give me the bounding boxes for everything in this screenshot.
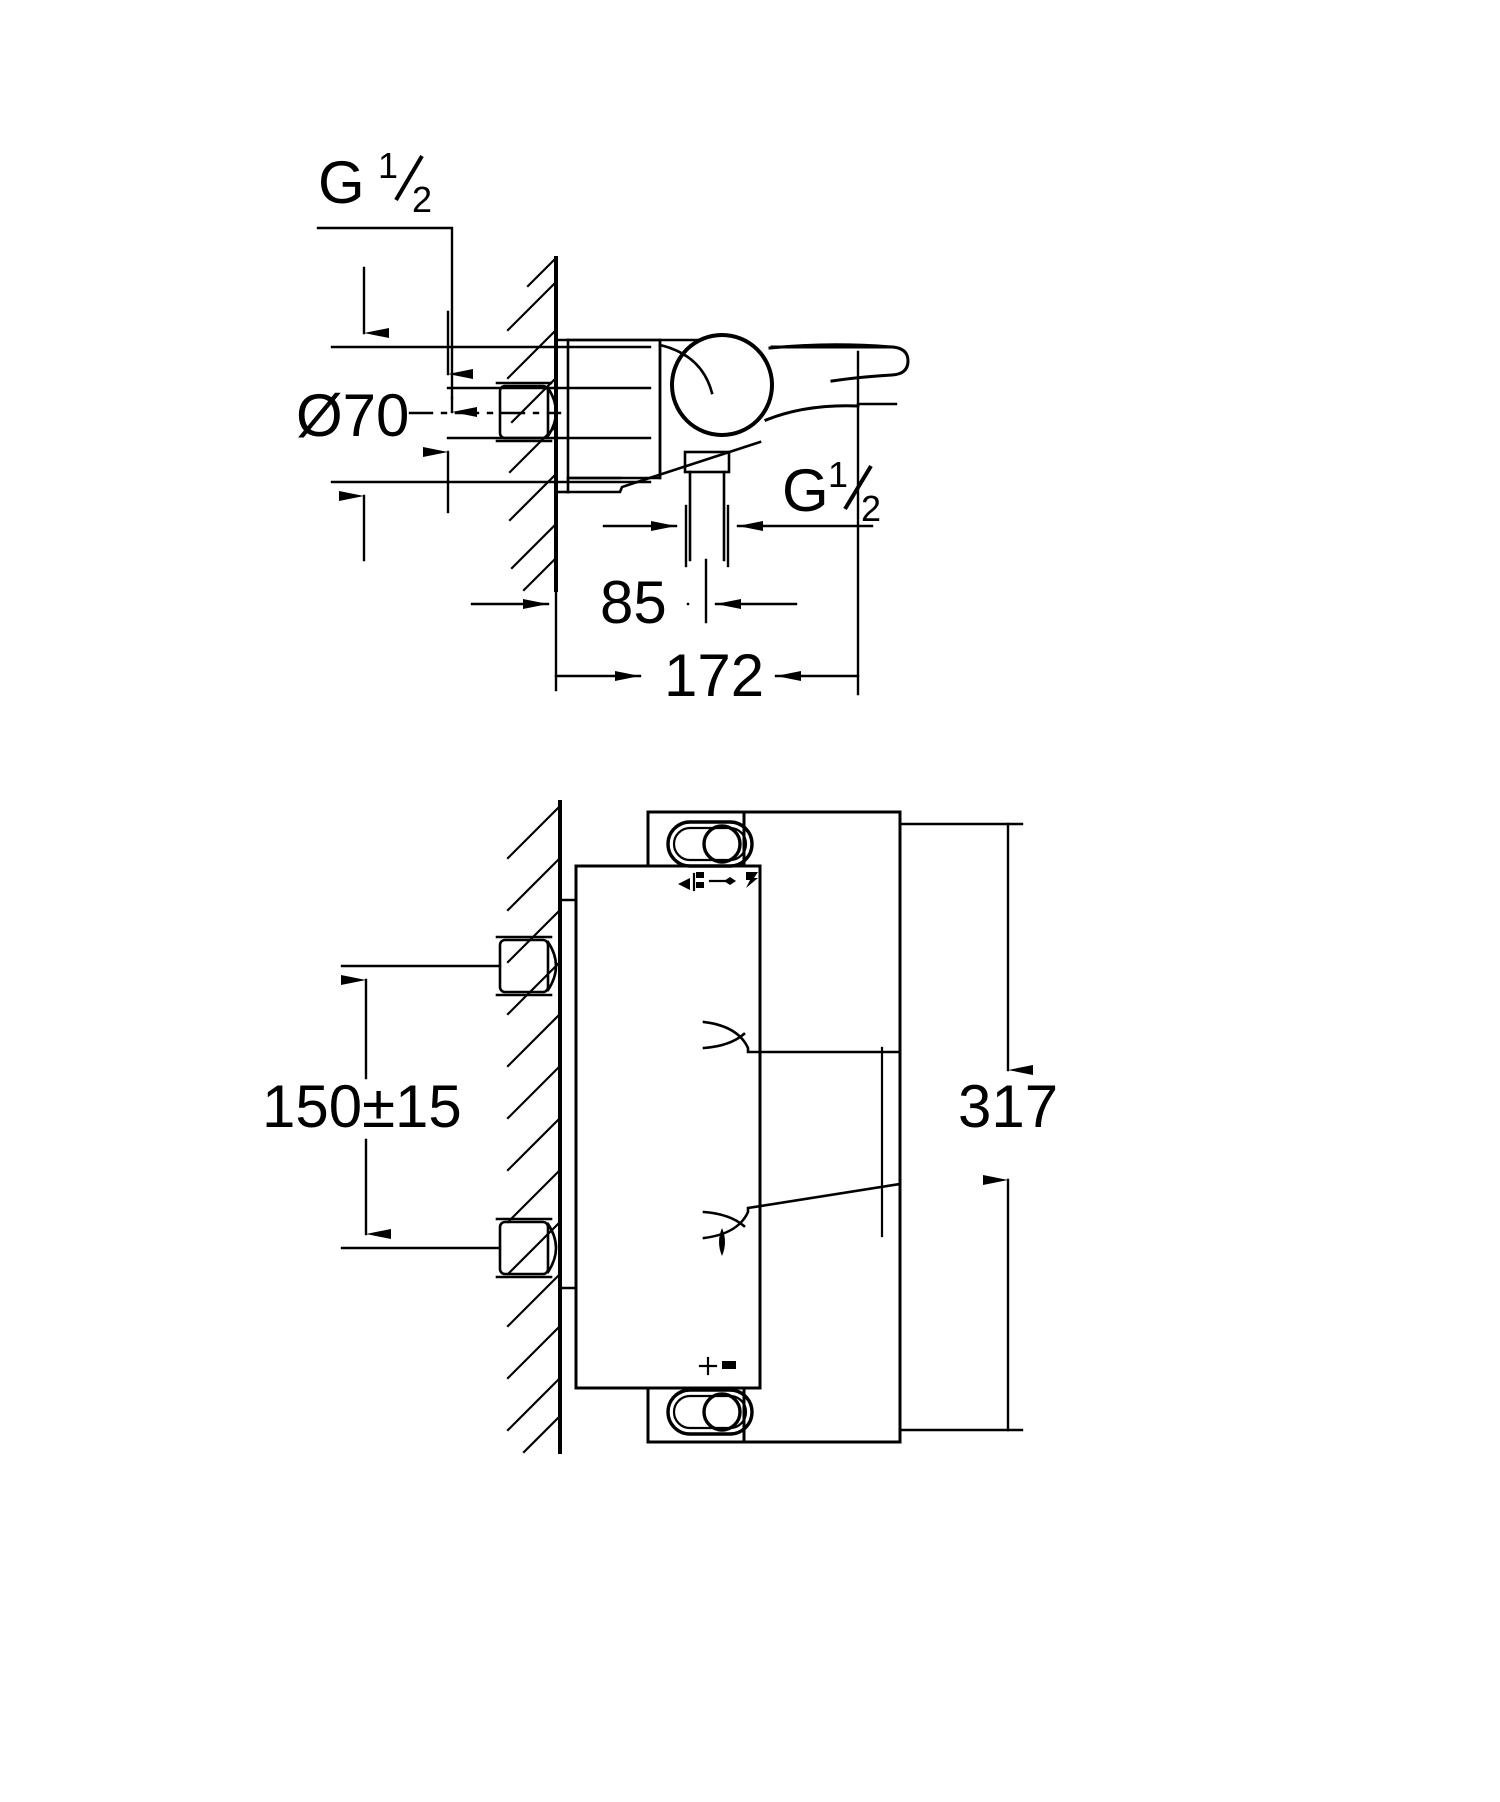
inlet-connector-lower xyxy=(495,1217,558,1279)
dim-inlet-thread-leader xyxy=(316,226,477,417)
inlet-thread-numerator: 1 xyxy=(378,145,398,186)
label-inlet-thread: G 1 2 xyxy=(318,145,432,220)
wall-top-view xyxy=(506,256,558,592)
dim-85 xyxy=(470,558,798,692)
indicator-mark xyxy=(719,1228,725,1256)
outlet-stub-top-view xyxy=(683,450,731,562)
dim-172 xyxy=(554,350,860,696)
spout-profile xyxy=(702,1020,902,1240)
dim-escutcheon-70 xyxy=(330,266,652,562)
label-317: 317 xyxy=(958,1073,1058,1140)
lever-handle-top-view xyxy=(764,343,910,422)
dim-outlet-thread-leader xyxy=(602,504,874,606)
control-pictogram-lower xyxy=(698,1356,736,1376)
outlet-thread-denominator: 2 xyxy=(861,488,881,529)
thermostatic-body-front-view xyxy=(574,810,902,1444)
mixer-body-top-view xyxy=(554,338,762,494)
control-pictogram-upper xyxy=(678,872,758,892)
inlet-connector-upper xyxy=(495,935,558,997)
label-172: 172 xyxy=(664,642,764,709)
inlet-thread-prefix: G xyxy=(318,149,365,216)
inlet-thread-denominator: 2 xyxy=(412,179,432,220)
dim-317 xyxy=(898,822,1033,1432)
label-outlet-thread: G 1 2 xyxy=(782,454,881,529)
valve-cartridge-top-view xyxy=(670,333,774,437)
wall-front-view xyxy=(506,800,578,1454)
outlet-thread-prefix: G xyxy=(782,457,829,524)
dim-150 xyxy=(340,964,502,1250)
label-escutcheon-diameter: Ø70 xyxy=(296,382,409,449)
outlet-thread-numerator: 1 xyxy=(828,454,848,495)
label-150: 150±15 xyxy=(262,1073,462,1140)
temperature-handle-top xyxy=(666,820,754,868)
label-85: 85 xyxy=(600,569,667,636)
volume-handle-bottom xyxy=(666,1388,754,1436)
